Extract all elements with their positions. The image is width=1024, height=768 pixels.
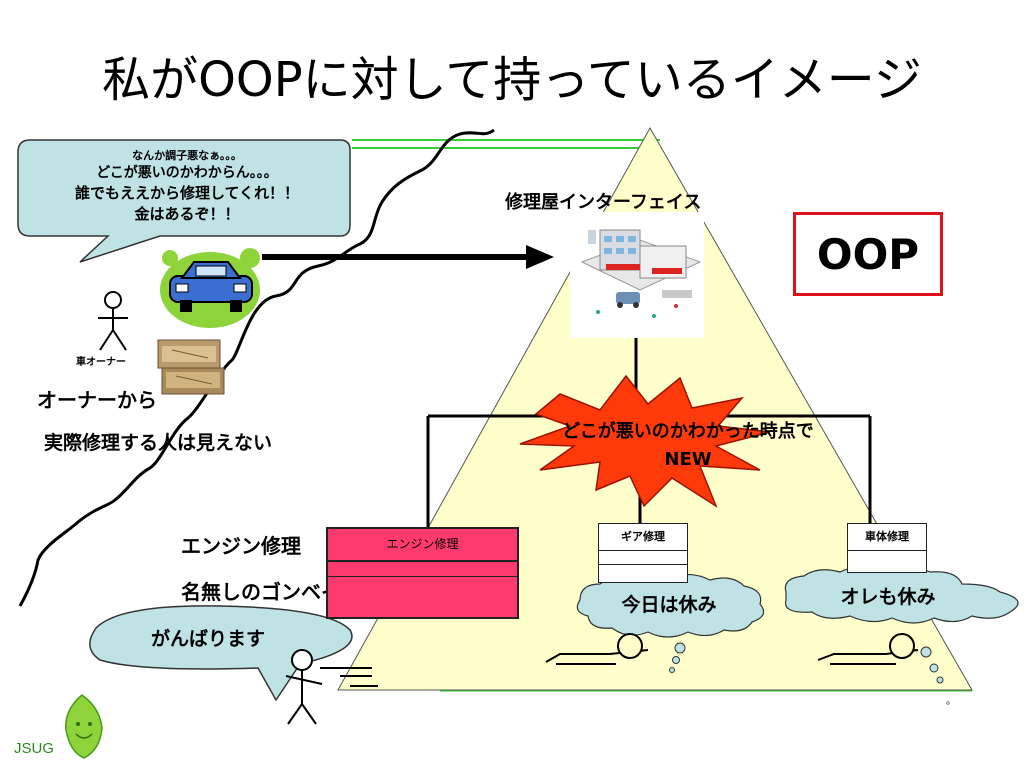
thought-cloud-2-text: オレも休み [840, 586, 936, 608]
burst-line-1: どこが悪いのかわかった時点で [562, 421, 814, 442]
cannot-see-label: 実際修理する人は見えない [44, 432, 273, 454]
car-owner-figure [98, 291, 128, 351]
owner-line-3: 誰でもええから修理してくれ！！ [74, 184, 300, 202]
oop-badge: OOP [793, 212, 943, 296]
thought-dot-1b [672, 656, 680, 664]
engine-repair-class-box: エンジン修理 [326, 527, 519, 619]
burst-line-2: NEW [664, 449, 712, 470]
from-owner-label: オーナーから [37, 388, 157, 412]
owner-speech-text: なんか調子悪なぁ。。。 どこが悪いのかわからん。。。 誰でもええから修理してくれ… [28, 148, 346, 224]
stray-mark: 。 [946, 696, 956, 707]
burst-text: どこが悪いのかわかった時点で NEW [496, 418, 880, 474]
repair-shop-building-icon [570, 212, 704, 338]
engine-class-attributes [328, 562, 517, 577]
car-icon [160, 248, 260, 328]
thought-dot-2a [920, 646, 932, 658]
owner-line-4: 金はあるぞ！！ [134, 205, 240, 223]
new-burst [519, 374, 771, 508]
gear-repair-class-box: ギア修理 [598, 523, 688, 583]
engine-repair-label: エンジン修理 [181, 534, 301, 558]
gear-class-attributes [599, 551, 687, 565]
engine-class-name: エンジン修理 [328, 529, 517, 562]
sleeping-worker-1 [545, 633, 649, 665]
thought-cloud-1-text: 今日は休み [621, 594, 717, 616]
thought-dot-1a [674, 642, 686, 654]
gonbei-speech-text: がんばります [150, 628, 265, 650]
thought-cloud-2 [784, 565, 1019, 624]
worker-gonbei-figure [285, 649, 378, 725]
sleeping-worker-2 [817, 633, 919, 665]
body-repair-class-box: 車体修理 [847, 523, 927, 573]
body-class-name: 車体修理 [848, 524, 926, 551]
gonbei-speech-bubble [89, 605, 353, 702]
thought-dot-1c [669, 667, 675, 673]
request-arrow-head [526, 245, 554, 269]
gear-class-name: ギア修理 [599, 524, 687, 551]
thought-dot-2b [929, 663, 939, 673]
owner-speech-bubble [17, 139, 351, 263]
thought-dot-2c [936, 676, 944, 684]
shop-interface-label: 修理屋インターフェイス [505, 192, 702, 213]
owner-line-2: どこが悪いのかわからん。。。 [96, 165, 278, 181]
slide-title: 私がOOPに対して持っているイメージ [102, 52, 922, 108]
jsug-logo-text: JSUG [14, 740, 55, 757]
jsug-leaf-logo [65, 694, 103, 759]
boundary-wave [18, 128, 495, 607]
money-stack-icon [157, 339, 225, 395]
owner-line-1: なんか調子悪なぁ。。。 [132, 149, 242, 162]
car-owner-label: 車オーナー [76, 357, 126, 368]
